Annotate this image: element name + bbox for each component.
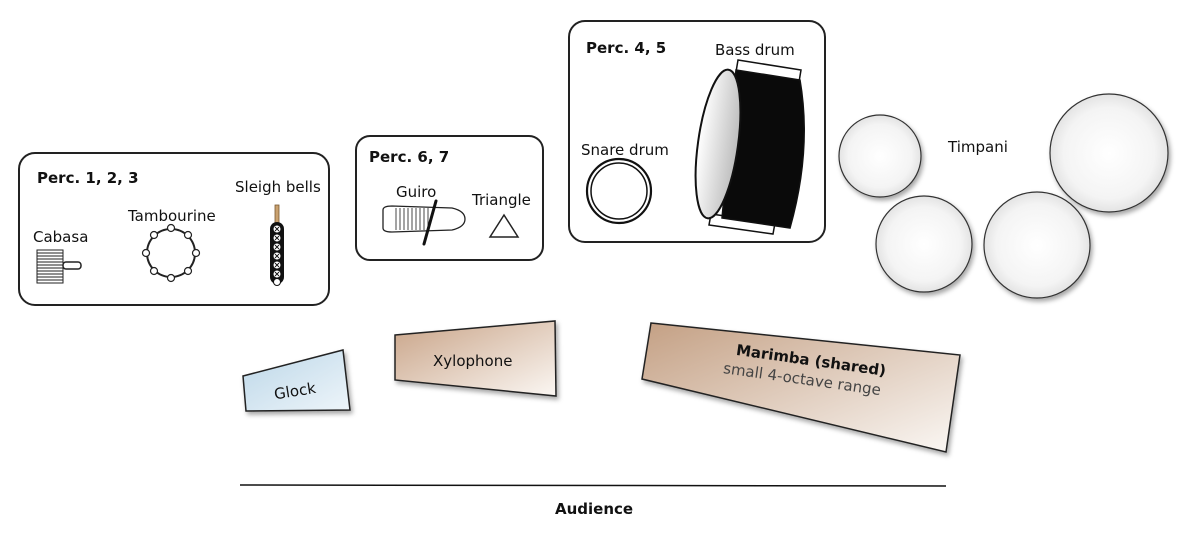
timpani-drum-1 [838, 114, 922, 198]
perc-123-group: Perc. 1, 2, 3 Cabasa Tambourine [18, 152, 330, 306]
bass-drum-icon [694, 59, 805, 235]
audience-label: Audience [555, 500, 633, 518]
perc-45-group: Perc. 4, 5 Snare drum Bass drum [568, 20, 826, 243]
timpani-drum-4 [1049, 93, 1169, 213]
guiro-icon [382, 199, 466, 246]
snare-drum-icon [585, 157, 653, 225]
tambourine-label: Tambourine [127, 207, 216, 225]
marimba-shape [641, 322, 961, 453]
xylophone-group: Xylophone [394, 320, 557, 397]
triangle-label: Triangle [471, 191, 531, 209]
cabasa-icon [36, 249, 82, 284]
glock-shape [242, 349, 351, 412]
triangle-icon [488, 213, 520, 238]
glock-group: Glock [242, 349, 351, 412]
tambourine-icon [141, 223, 201, 283]
perc-45-title: Perc. 4, 5 [586, 39, 666, 57]
xylophone-shape [394, 320, 557, 397]
guiro-label: Guiro [396, 183, 436, 201]
cabasa-label: Cabasa [33, 228, 88, 246]
timpani-drum-3 [983, 191, 1091, 299]
timpani-drum-2 [875, 195, 973, 293]
audience-line [239, 484, 947, 487]
marimba-group: Marimba (shared) small 4-octave range [641, 322, 961, 453]
perc-67-title: Perc. 6, 7 [369, 148, 449, 166]
perc-67-group: Perc. 6, 7 Guiro Triangle [355, 135, 544, 261]
timpani-label: Timpani [947, 138, 1008, 156]
perc-123-title: Perc. 1, 2, 3 [37, 169, 139, 187]
bass-drum-label: Bass drum [715, 41, 795, 59]
sleigh-bells-label: Sleigh bells [235, 178, 321, 196]
snare-drum-label: Snare drum [581, 141, 669, 159]
timpani-group: Timpani [838, 93, 1169, 299]
xylophone-label: Xylophone [433, 352, 512, 370]
sleigh-bells-icon [270, 204, 284, 286]
